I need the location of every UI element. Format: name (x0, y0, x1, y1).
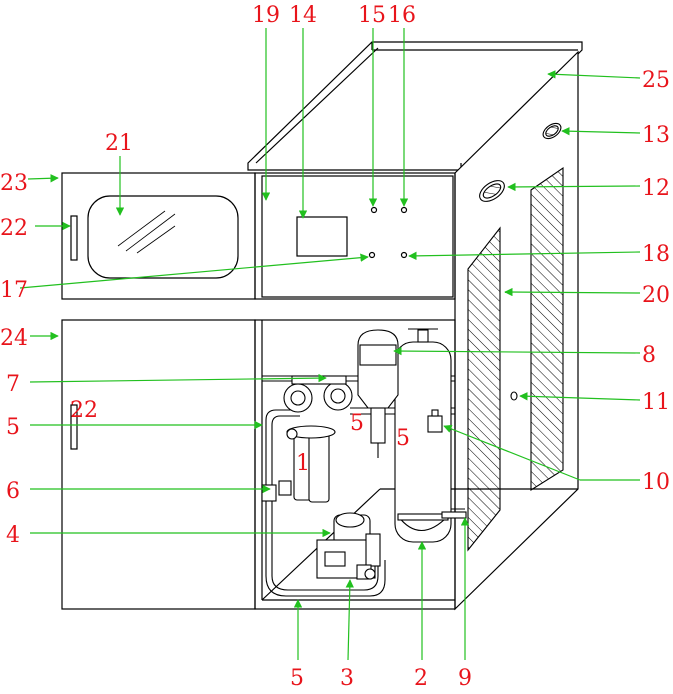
leader-lines (19, 28, 641, 661)
label-12: 12 (642, 176, 670, 201)
vent-grille-12 (479, 180, 505, 202)
connector-9 (441, 511, 467, 519)
label-5-bottom: 5 (290, 666, 304, 689)
label-5-center-a: 5 (350, 411, 364, 436)
membrane-filters-7 (283, 375, 353, 413)
label-9: 9 (458, 666, 472, 689)
label-5-left: 5 (6, 415, 20, 440)
label-19: 19 (252, 3, 280, 28)
vent-grille-13 (542, 122, 562, 140)
label-5-center-b: 5 (396, 426, 410, 451)
pressure-tank (394, 328, 452, 543)
label-17: 17 (0, 278, 28, 303)
label-14: 14 (289, 3, 317, 28)
label-23: 23 (0, 171, 28, 196)
side-panel-details (467, 122, 564, 552)
label-11: 11 (642, 390, 670, 415)
label-10: 10 (642, 470, 670, 495)
cabinet-body (61, 41, 583, 611)
label-21: 21 (105, 131, 133, 156)
label-20: 20 (642, 283, 670, 308)
label-13: 13 (642, 123, 670, 148)
label-6: 6 (6, 479, 20, 504)
callout-labels: 19 14 15 16 25 13 23 21 12 22 18 17 20 2… (0, 3, 670, 691)
label-2: 2 (414, 666, 428, 689)
label-16: 16 (388, 3, 416, 28)
label-3: 3 (340, 666, 354, 689)
cartridge-filters-1 (286, 425, 336, 503)
pump-4 (316, 512, 381, 580)
label-15: 15 (358, 3, 386, 28)
internal-components (261, 328, 467, 597)
label-8: 8 (642, 343, 656, 368)
label-1: 1 (296, 451, 310, 476)
label-22-upper: 22 (0, 216, 28, 241)
label-7: 7 (6, 372, 20, 397)
label-24: 24 (0, 326, 28, 351)
valve-10 (427, 409, 443, 433)
label-22-lower: 22 (70, 398, 98, 423)
label-18: 18 (642, 242, 670, 267)
filter-housing-8 (357, 329, 399, 458)
label-25: 25 (642, 68, 670, 93)
label-4: 4 (6, 523, 20, 548)
